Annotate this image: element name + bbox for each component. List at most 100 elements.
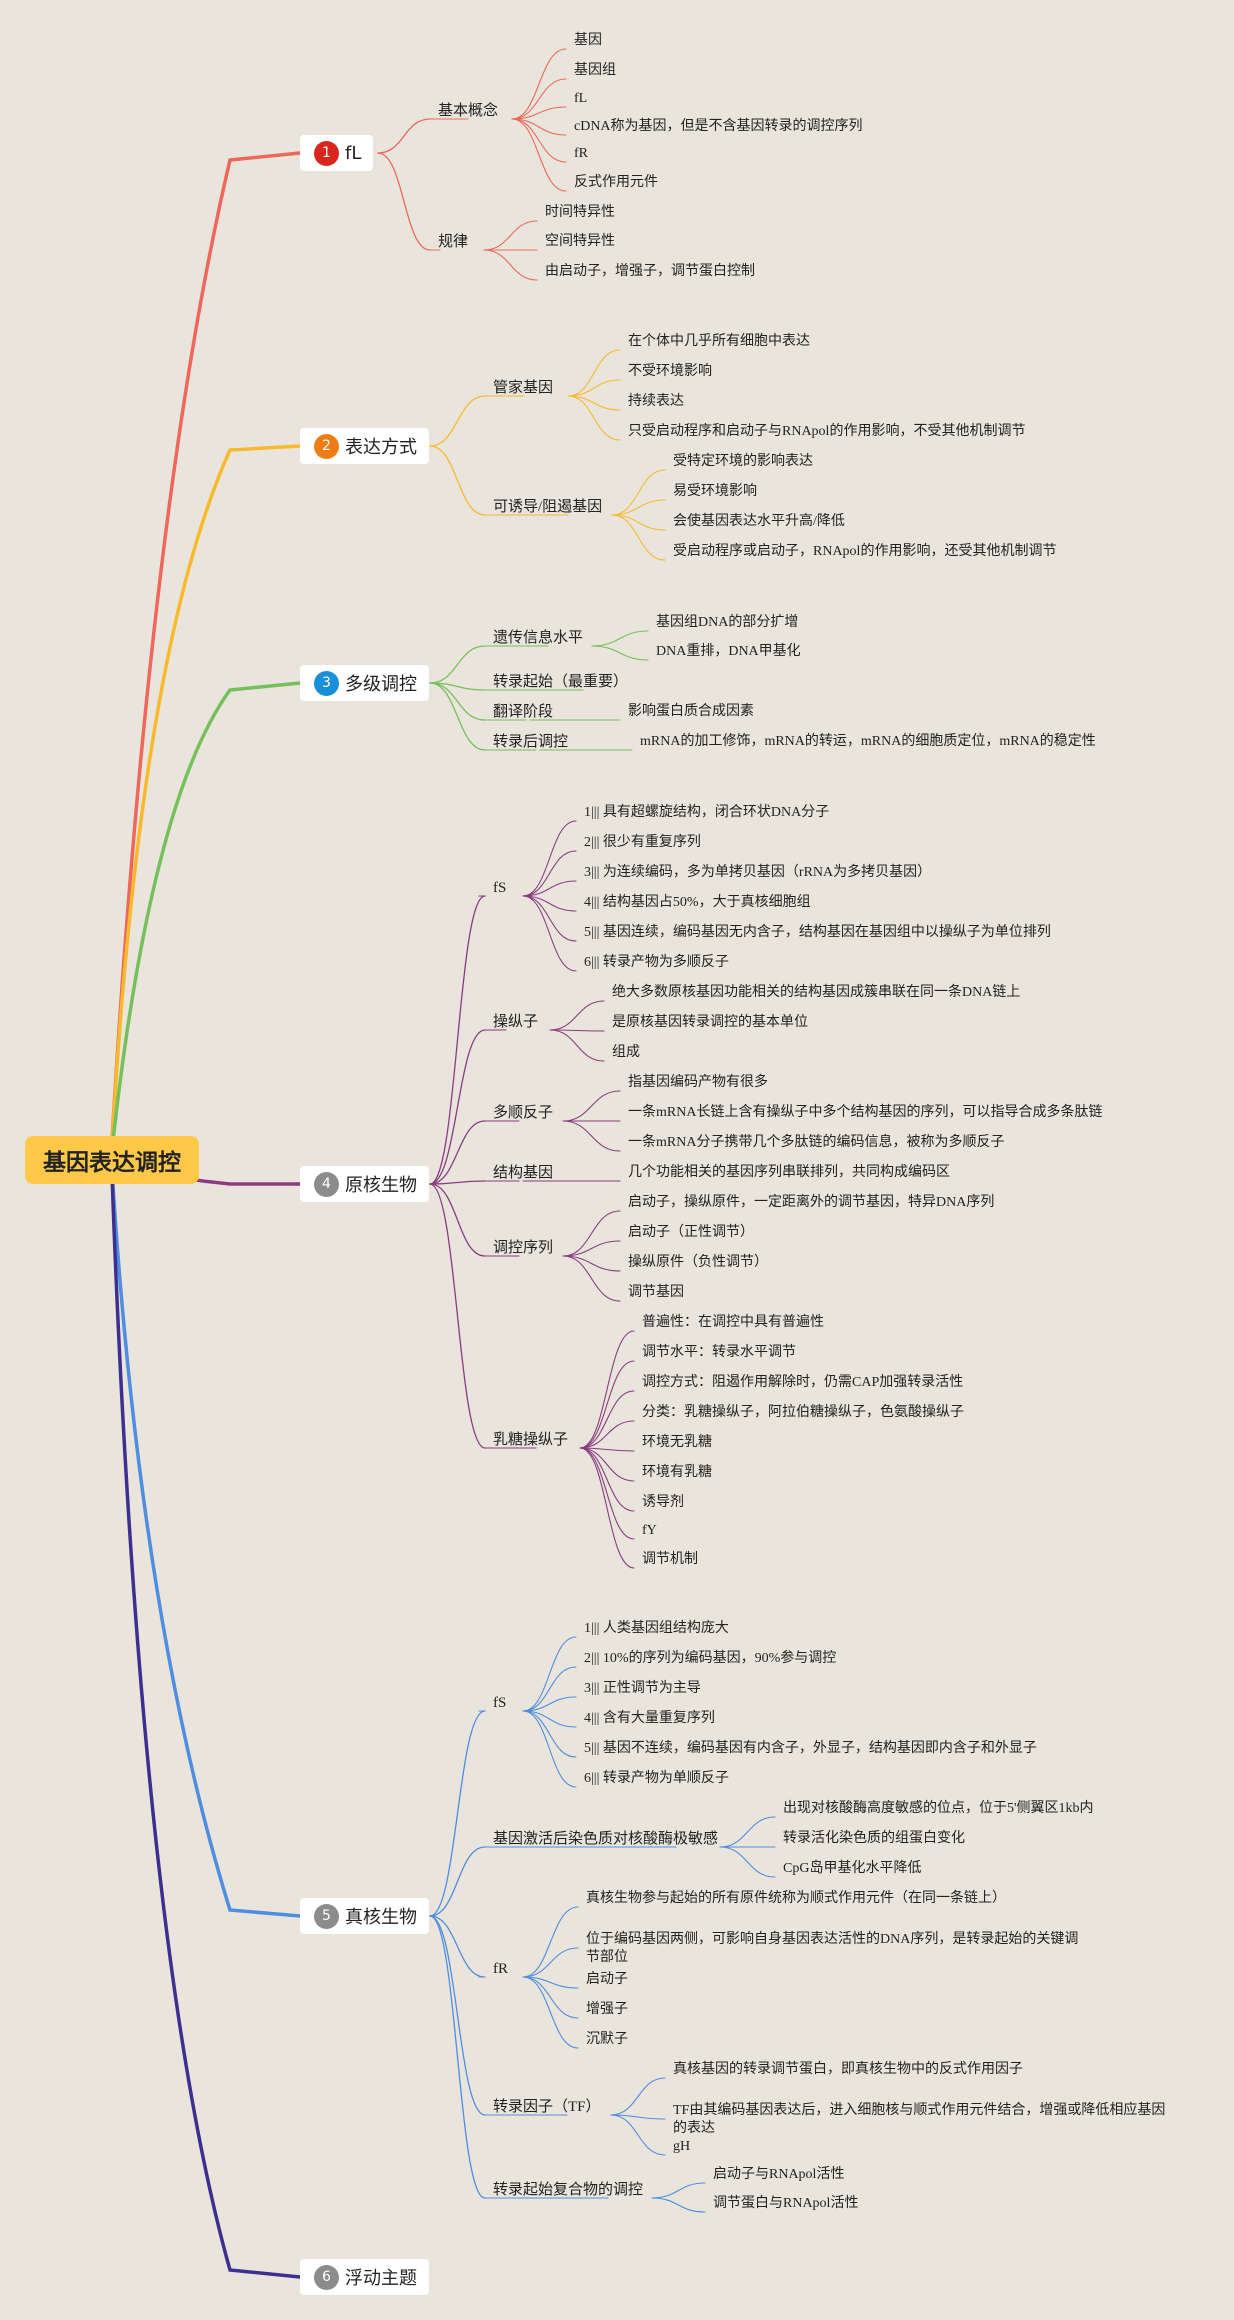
leaf-topic[interactable]: 2||| 10%的序列为编码基因，90%参与调控 [584, 1651, 837, 1666]
leaf-topic[interactable]: 4||| 结构基因占50%，大于真核细胞组 [584, 895, 811, 910]
leaf-topic[interactable]: 分类：乳糖操纵子，阿拉伯糖操纵子，色氨酸操纵子 [642, 1405, 964, 1420]
connector [522, 895, 577, 912]
leaf-topic[interactable]: 3||| 正性调节为主导 [584, 1681, 701, 1696]
subtopic[interactable]: 操纵子 [493, 1014, 539, 1030]
leaf-topic[interactable]: 启动子 [586, 1972, 628, 1987]
leaf-topic[interactable]: fL [574, 91, 588, 106]
subtopic[interactable]: 可诱导/阻遏基因 [493, 499, 603, 515]
leaf-topic[interactable]: TF由其编码基因表达后，进入细胞核与顺式作用元件结合，增强或降低相应基因的表达 [673, 2103, 1166, 2136]
leaf-topic[interactable]: 普遍性：在调控中具有普遍性 [642, 1315, 824, 1330]
leaf-topic[interactable]: 会使基因表达水平升高/降低 [673, 514, 845, 529]
subtopic[interactable]: fS [493, 1695, 507, 1711]
leaf-topic[interactable]: fR [574, 146, 588, 161]
leaf-topic[interactable]: fY [642, 1523, 657, 1538]
leaf-topic[interactable]: 调节蛋白与RNApol活性 [713, 2196, 859, 2211]
leaf-topic[interactable]: 6||| 转录产物为单顺反子 [584, 1771, 729, 1786]
leaf-topic[interactable]: 出现对核酸酶高度敏感的位点，位于5'侧翼区1kb内 [783, 1801, 1094, 1816]
subtopic[interactable]: 规律 [438, 234, 469, 250]
subtopic[interactable]: 遗传信息水平 [493, 630, 584, 646]
connector [522, 1710, 577, 1788]
leaf-topic[interactable]: 调节基因 [628, 1285, 684, 1300]
leaf-topic[interactable]: 调控方式：阻遏作用解除时，仍需CAP加强转录活性 [642, 1375, 964, 1390]
leaf-topic[interactable]: 几个功能相关的基因序列串联排列，共同构成编码区 [628, 1165, 950, 1180]
leaf-topic[interactable]: 操纵原件（负性调节） [628, 1255, 768, 1270]
leaf-topic[interactable]: 诱导剂 [642, 1495, 684, 1510]
leaf-topic[interactable]: 绝大多数原核基因功能相关的结构基因成簇串联在同一条DNA链上 [612, 985, 1021, 1000]
leaf-topic[interactable]: 只受启动程序和启动子与RNApol的作用影响，不受其他机制调节 [628, 424, 1026, 439]
subtopic[interactable]: 基因激活后染色质对核酸酶极敏感 [493, 1831, 719, 1847]
leaf-topic[interactable]: 一条mRNA分子携带几个多肽链的编码信息，被称为多顺反子 [628, 1135, 1005, 1150]
leaf-topic[interactable]: 基因组DNA的部分扩增 [656, 615, 799, 630]
leaf-topic[interactable]: 由启动子，增强子，调节蛋白控制 [545, 264, 755, 279]
leaf-topic[interactable]: 启动子（正性调节） [628, 1225, 754, 1240]
leaf-topic[interactable]: 在个体中几乎所有细胞中表达 [628, 334, 810, 349]
leaf-topic[interactable]: cDNA称为基因，但是不含基因转录的调控序列 [574, 119, 863, 134]
leaf-topic[interactable]: 易受环境影响 [673, 484, 757, 499]
connector [611, 514, 666, 531]
leaf-topic[interactable]: 1||| 具有超螺旋结构，闭合环状DNA分子 [584, 805, 830, 820]
leaf-topic[interactable]: 调节水平：转录水平调节 [642, 1345, 796, 1360]
leaf-topic[interactable]: 指基因编码产物有很多 [628, 1075, 768, 1090]
subtopic[interactable]: 调控序列 [493, 1240, 554, 1256]
root-topic[interactable]: 基因表达调控 [25, 1136, 199, 1184]
subtopic[interactable]: fS [493, 880, 507, 896]
leaf-topic[interactable]: 是原核基因转录调控的基本单位 [612, 1015, 808, 1030]
leaf-topic[interactable]: 不受环境影响 [628, 364, 712, 379]
leaf-topic[interactable]: 3||| 为连续编码，多为单拷贝基因（rRNA为多拷贝基因） [584, 865, 932, 880]
leaf-topic[interactable]: 受特定环境的影响表达 [673, 454, 813, 469]
leaf-topic[interactable]: 一条mRNA长链上含有操纵子中多个结构基因的序列，可以指导合成多条肽链 [628, 1105, 1103, 1120]
leaf-topic[interactable]: 真核基因的转录调节蛋白，即真核生物中的反式作用因子 [673, 2062, 1023, 2077]
connector [549, 1029, 605, 1062]
leaf-topic[interactable]: gH [673, 2139, 691, 2154]
leaf-topic[interactable]: 6||| 转录产物为多顺反子 [584, 955, 729, 970]
leaf-topic[interactable]: 调节机制 [642, 1552, 698, 1567]
leaf-topic[interactable]: 转录活化染色质的组蛋白变化 [783, 1831, 965, 1846]
connector [719, 1846, 776, 1878]
leaf-topic[interactable]: 4||| 含有大量重复序列 [584, 1711, 715, 1726]
leaf-topic[interactable]: 沉默子 [586, 2032, 628, 2047]
leaf-topic[interactable]: 组成 [612, 1045, 640, 1060]
leaf-topic[interactable]: 时间特异性 [545, 205, 615, 220]
leaf-topic[interactable]: 环境有乳糖 [642, 1465, 712, 1480]
connector [511, 118, 567, 192]
leaf-topic[interactable]: 启动子，操纵原件，一定距离外的调节基因，特异DNA序列 [628, 1195, 995, 1210]
connector [579, 1360, 635, 1449]
subtopic[interactable]: 转录因子（TF） [493, 2099, 601, 2115]
leaf-topic[interactable]: 环境无乳糖 [642, 1435, 712, 1450]
leaf-topic[interactable]: mRNA的加工修饰，mRNA的转运，mRNA的细胞质定位，mRNA的稳定性 [640, 734, 1096, 749]
subtopic[interactable]: 转录起始（最重要） [493, 674, 629, 690]
subtopic[interactable]: 多顺反子 [493, 1105, 554, 1121]
leaf-topic[interactable]: 1||| 人类基因组结构庞大 [584, 1621, 729, 1636]
subtopic[interactable]: 转录起始复合物的调控 [493, 2182, 644, 2198]
subtopic[interactable]: 翻译阶段 [493, 704, 554, 720]
leaf-topic[interactable]: 反式作用元件 [574, 175, 658, 190]
subtopic[interactable]: 乳糖操纵子 [493, 1432, 569, 1448]
subtopic[interactable]: 管家基因 [493, 380, 554, 396]
leaf-topic[interactable]: 2||| 很少有重复序列 [584, 835, 701, 850]
leaf-topic[interactable]: DNA重排，DNA甲基化 [656, 644, 801, 659]
leaf-topic[interactable]: 5||| 基因不连续，编码基因有内含子，外显子，结构基因即内含子和外显子 [584, 1741, 1037, 1756]
leaf-topic[interactable]: 增强子 [586, 2002, 628, 2017]
subtopic[interactable]: 转录后调控 [493, 734, 569, 750]
leaf-topic[interactable]: 受启动程序或启动子，RNApol的作用影响，还受其他机制调节 [673, 544, 1057, 559]
subtopic[interactable]: 基本概念 [438, 103, 499, 119]
leaf-topic[interactable]: 空间特异性 [545, 234, 615, 249]
leaf-topic[interactable]: 位于编码基因两侧，可影响自身基因表达活性的DNA序列，是转录起始的关键调节部位 [586, 1932, 1079, 1965]
leaf-topic[interactable]: 基因 [574, 33, 602, 48]
leaf-topic[interactable]: 5||| 基因连续，编码基因无内含子，结构基因在基因组中以操纵子为单位排列 [584, 925, 1051, 940]
leaf-topic[interactable]: 真核生物参与起始的所有原件统称为顺式作用元件（在同一条链上） [586, 1891, 1006, 1906]
leaf-topic[interactable]: 启动子与RNApol活性 [713, 2167, 845, 2182]
leaf-topic[interactable]: CpG岛甲基化水平降低 [783, 1861, 922, 1876]
subtopic[interactable]: 结构基因 [493, 1165, 554, 1181]
subtopic[interactable]: fR [493, 1961, 508, 1977]
leaf-topic[interactable]: 持续表达 [628, 394, 684, 409]
leaf-topic[interactable]: 影响蛋白质合成因素 [628, 704, 754, 719]
leaf-topic[interactable]: 基因组 [574, 63, 616, 78]
